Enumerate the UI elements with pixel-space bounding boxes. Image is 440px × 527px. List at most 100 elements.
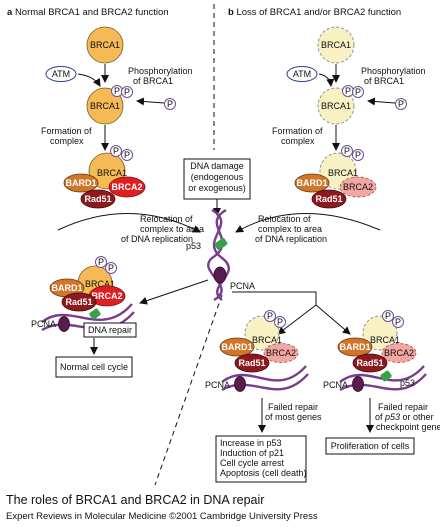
svg-text:Increase in p53: Increase in p53 <box>220 438 282 448</box>
svg-text:P: P <box>267 311 273 321</box>
formation-label-line1: Formation of <box>272 126 323 136</box>
svg-text:ATM: ATM <box>293 69 311 79</box>
relocation-b-line2: complex to area <box>258 224 322 234</box>
panel-a-repair-complex: BRCA1 P P BARD1 BRCA2 Rad51 <box>41 256 135 332</box>
p53-label-right: p53 <box>400 378 415 388</box>
normal-cell-cycle-box: Normal cell cycle <box>55 356 133 378</box>
svg-text:Rad51: Rad51 <box>84 194 111 204</box>
relocation-a-line3: of DNA replication <box>121 234 193 244</box>
brca1-label: BRCA1 <box>90 40 120 50</box>
svg-text:BRCA1: BRCA1 <box>370 335 400 345</box>
svg-text:P: P <box>108 263 114 273</box>
svg-text:BRCA2: BRCA2 <box>91 291 122 301</box>
failed-most-line1: Failed repair <box>268 402 318 412</box>
svg-text:BRCA1: BRCA1 <box>252 335 282 345</box>
branch-connector <box>232 291 317 305</box>
panel-b-brca1-phosphorylated: BRCA1 P P <box>317 85 364 125</box>
svg-text:Cell cycle arrest: Cell cycle arrest <box>220 458 285 468</box>
svg-text:P: P <box>114 86 120 96</box>
svg-text:BRCA1: BRCA1 <box>97 168 127 178</box>
outcome-box-left: Increase in p53 Induction of p21 Cell cy… <box>215 435 307 483</box>
svg-text:PCNA: PCNA <box>230 281 255 291</box>
branch-right-arrow <box>315 304 351 335</box>
branch-left-arrow <box>277 304 317 335</box>
relocation-a-line1: Relocation of <box>140 214 193 224</box>
p-donor-arrow <box>136 97 165 106</box>
svg-text:BRCA1: BRCA1 <box>90 101 120 111</box>
svg-text:BRCA2: BRCA2 <box>266 348 296 358</box>
panel-b-brca1-initial: BRCA1 <box>317 26 355 64</box>
p-donor-arrow <box>367 97 396 106</box>
svg-text:BRCA2: BRCA2 <box>384 348 414 358</box>
panel-divider-bottom <box>154 294 223 486</box>
svg-text:Normal cell cycle: Normal cell cycle <box>60 362 128 372</box>
figure-caption: The roles of BRCA1 and BRCA2 in DNA repa… <box>6 493 264 507</box>
figure-credit: Expert Reviews in Molecular Medicine ©20… <box>6 511 318 522</box>
relocation-b-line3: of DNA replication <box>255 234 327 244</box>
svg-text:(endogenous: (endogenous <box>191 172 244 182</box>
panel-b-failed-complex-right: BRCA1 P P BARD1 BRCA2 Rad51 <box>337 310 427 392</box>
phosphate-icon <box>264 310 276 322</box>
panel-a-pcna-label: PCNA <box>31 319 56 329</box>
failed-most-line2: of most genes <box>265 412 322 422</box>
panel-b-failed-complex-left: BRCA1 P P BARD1 BRCA2 Rad51 <box>219 310 309 392</box>
center-p53-label: p53 <box>186 241 201 251</box>
phosphate-icon <box>392 316 404 328</box>
svg-text:BRCA2: BRCA2 <box>343 182 373 192</box>
phosphate-icon <box>95 256 107 268</box>
dna-lesion-icon <box>380 370 392 382</box>
central-dna-helix <box>207 208 230 302</box>
svg-text:P: P <box>167 99 173 109</box>
phosphate-icon <box>352 86 364 98</box>
svg-text:Rad51: Rad51 <box>356 358 383 368</box>
pcna-icon <box>58 316 70 332</box>
phosphate-icon <box>352 149 364 161</box>
svg-text:P: P <box>344 146 350 156</box>
dna-lesion-icon <box>89 308 101 320</box>
panel-a-brca1-phosphorylated: BRCA1 P P <box>86 85 133 125</box>
svg-text:P: P <box>398 99 404 109</box>
phosphate-icon <box>274 316 286 328</box>
dna-repair-box: DNA repair <box>83 322 137 338</box>
svg-text:BARD1: BARD1 <box>51 283 82 293</box>
panel-a-brca1-initial: BRCA1 <box>86 26 124 64</box>
svg-text:DNA damage: DNA damage <box>190 161 244 171</box>
pcna-icon <box>234 376 246 392</box>
svg-text:BARD1: BARD1 <box>296 178 327 188</box>
svg-text:P: P <box>277 317 283 327</box>
svg-text:BRCA1: BRCA1 <box>328 168 358 178</box>
phosphate-icon <box>382 310 394 322</box>
svg-text:P: P <box>385 311 391 321</box>
dna-damage-box: DNA damage (endogenous or exogenous) <box>183 158 251 200</box>
p-donor-icon: P <box>395 98 407 110</box>
pcna-label-right: PCNA <box>323 380 348 390</box>
svg-text:BRCA1: BRCA1 <box>321 101 351 111</box>
proliferation-box: Proliferation of cells <box>325 437 415 455</box>
relocation-a-line2: complex to area <box>140 224 204 234</box>
svg-text:BARD1: BARD1 <box>339 342 370 352</box>
panel-b-complex: BRCA1 P P BARD1 BRCA2 Rad51 <box>294 145 377 209</box>
relocation-arrow-a <box>57 213 201 233</box>
phospho-label-line2: of BRCA1 <box>364 76 404 86</box>
svg-text:Rad51: Rad51 <box>65 297 92 307</box>
svg-text:P: P <box>345 86 351 96</box>
panel-b-atm: ATM <box>286 66 318 82</box>
svg-text:or exogenous): or exogenous) <box>188 183 246 193</box>
svg-text:DNA repair: DNA repair <box>88 325 132 335</box>
relocation-arrow-b <box>235 213 381 233</box>
panel-b-header: b Loss of BRCA1 and/or BRCA2 function <box>228 7 401 18</box>
svg-text:BRCA1: BRCA1 <box>321 40 351 50</box>
svg-text:P: P <box>124 150 130 160</box>
svg-text:BRCA2: BRCA2 <box>111 182 142 192</box>
svg-text:P: P <box>355 150 361 160</box>
formation-label-line2: complex <box>50 136 84 146</box>
formation-label-line2: complex <box>281 136 315 146</box>
phospho-label-line2: of BRCA1 <box>133 76 173 86</box>
svg-text:P: P <box>395 317 401 327</box>
svg-text:Rad51: Rad51 <box>315 194 342 204</box>
pcna-label-left: PCNA <box>205 380 230 390</box>
svg-text:Rad51: Rad51 <box>238 358 265 368</box>
phosphate-icon <box>105 262 117 274</box>
failed-p53-line3: checkpoint genes <box>376 422 440 432</box>
